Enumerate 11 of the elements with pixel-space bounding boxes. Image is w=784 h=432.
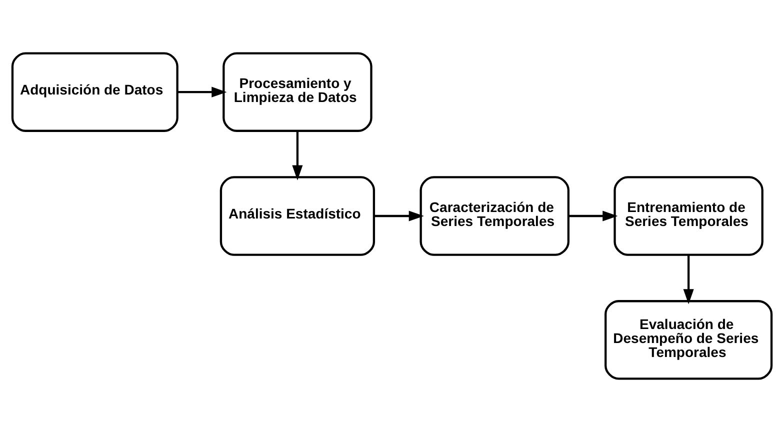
arrow [568,210,618,222]
node-box: Adquisición de Datos [11,52,178,132]
node-box: Entrenamiento de Series Temporales [614,176,764,256]
node-box: Caracterización de Series Temporales [420,176,570,256]
node-box: Procesamiento y Limpieza de Datos [222,52,372,132]
arrow [292,131,303,180]
node-box: Evaluación de Desempeño de Series Temporales [604,300,773,380]
node-box: Análisis Estadístico [220,176,376,256]
arrow [178,86,227,98]
arrow [683,254,694,304]
arrow [374,210,424,222]
